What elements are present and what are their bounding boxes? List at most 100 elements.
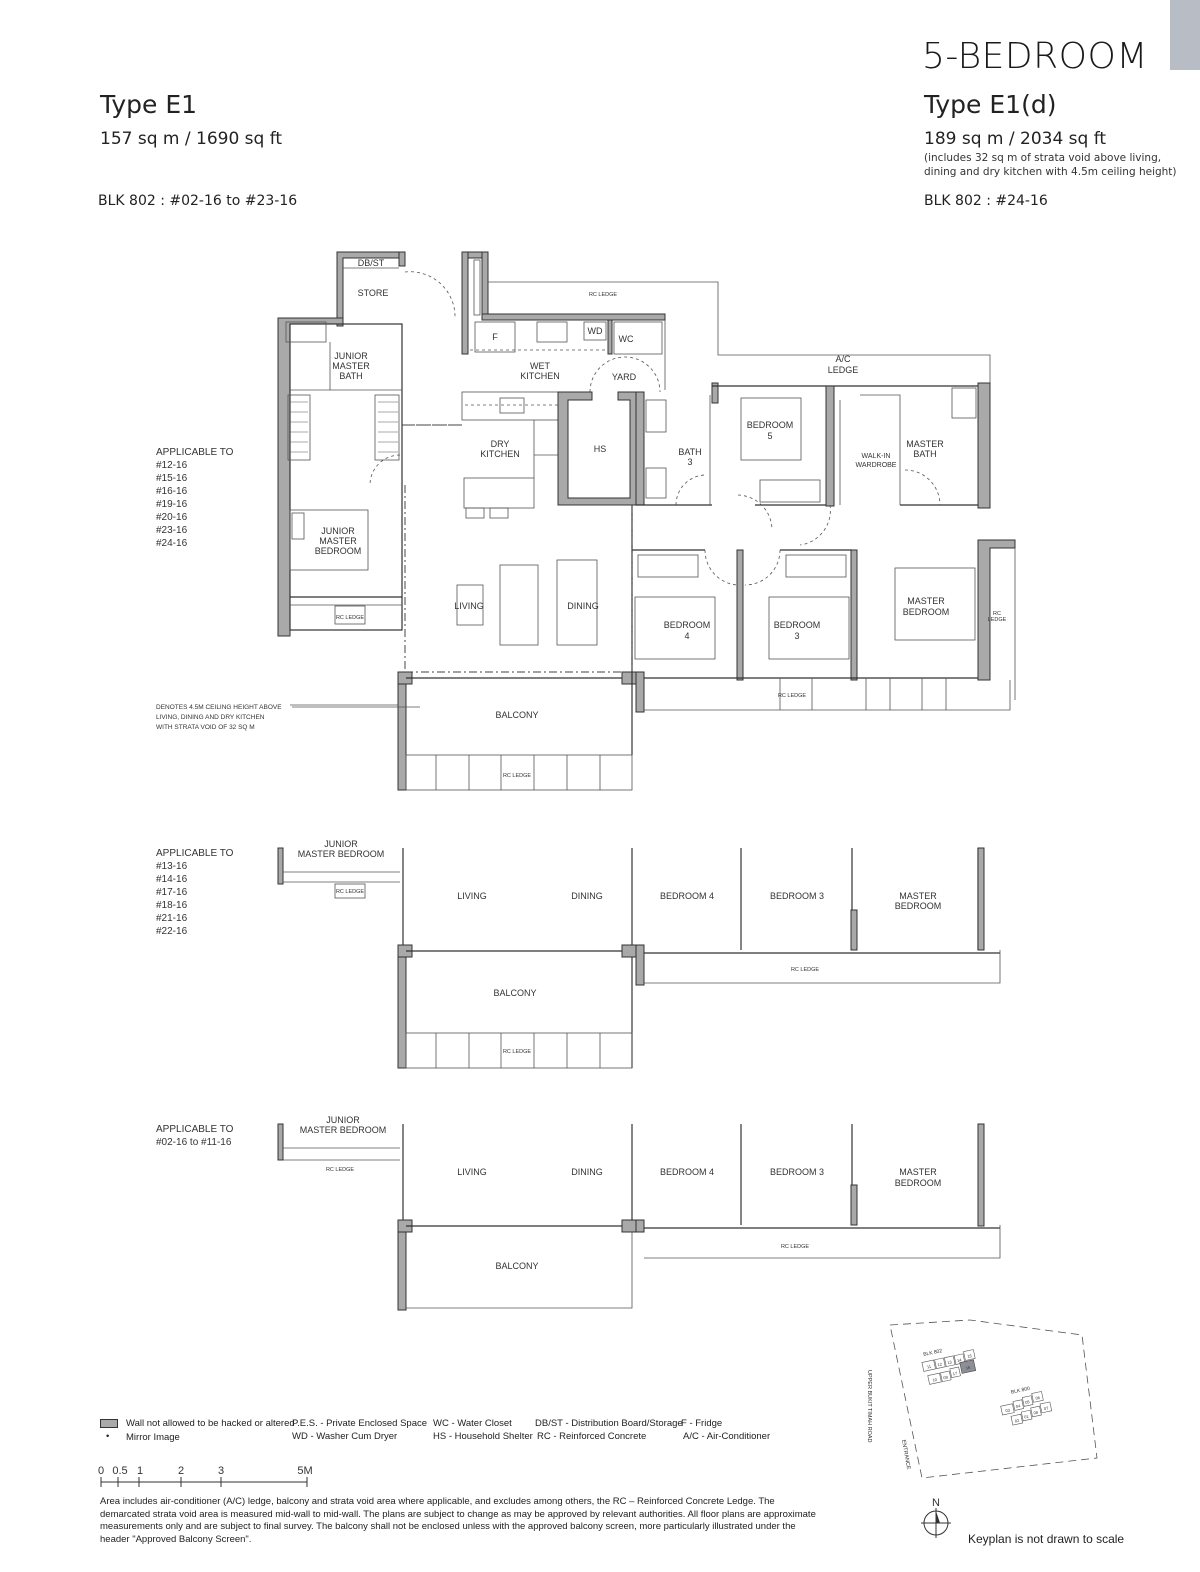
wall (635, 671, 645, 713)
area-note-line1: (includes 32 sq m of strata void above l… (924, 152, 1162, 164)
label-master-bedroom: MASTER (899, 1167, 937, 1177)
wall (277, 847, 284, 885)
label-living: LIVING (454, 601, 484, 611)
applicable-unit: #02-16 to #11-16 (156, 1137, 232, 1148)
label-rc-ledge: RC LEDGE (778, 693, 806, 699)
legend-f: F - Fridge (681, 1418, 723, 1429)
wall-legend-swatch (100, 1419, 118, 1428)
label-master-bedroom: BEDROOM (895, 901, 942, 911)
label-rc-ledge: RC LEDGE (791, 967, 819, 973)
wall (711, 382, 719, 404)
applicable-unit: #17-16 (156, 887, 188, 898)
wall (977, 539, 1016, 681)
legend-wall: Wall not allowed to be hacked or altered (126, 1418, 295, 1429)
label-master-bedroom: BEDROOM (903, 607, 950, 617)
label-dbst: DB/ST (358, 258, 385, 268)
label-jm-bath: MASTER (332, 361, 370, 371)
blk-left: BLK 802 : #02-16 to #23-16 (98, 193, 298, 209)
svg-text:16: 16 (965, 1364, 971, 1370)
wall (825, 385, 835, 507)
label-jm-bedroom: JUNIOR (324, 839, 358, 849)
label-jm-bedroom: MASTER (319, 536, 357, 546)
label-rc-ledge: RC LEDGE (336, 889, 364, 895)
legend-ac: A/C - Air-Conditioner (683, 1431, 771, 1442)
wall (850, 1184, 858, 1226)
area-left: 157 sq m / 1690 sq ft (100, 129, 283, 149)
label-wc: WC (619, 334, 634, 344)
label-bedroom-4: BEDROOM 4 (660, 1167, 714, 1177)
applicable-unit: #24-16 (156, 538, 188, 549)
label-fridge: F (492, 332, 498, 342)
keyplan-blk800-label: BLK 800 (1010, 1386, 1030, 1396)
svg-text:02: 02 (1014, 1418, 1020, 1424)
label-master-bedroom: MASTER (907, 596, 945, 606)
wall (398, 251, 406, 267)
label-rc-ledge: RC (993, 611, 1001, 617)
label-living: LIVING (457, 891, 487, 901)
svg-text:10: 10 (932, 1377, 938, 1383)
label-bath-3: BATH (678, 447, 701, 457)
void-note-line: WITH STRATA VOID OF 32 SQ M (156, 724, 255, 731)
applicable-unit: #18-16 (156, 900, 188, 911)
wall (635, 944, 645, 986)
label-bedroom-5: 5 (767, 431, 772, 441)
label-bedroom-4: BEDROOM 4 (660, 891, 714, 901)
label-rc-ledge: RC LEDGE (336, 615, 364, 621)
scale-tick-label: 0 (98, 1465, 104, 1477)
applicable-title: APPLICABLE TO (156, 848, 234, 859)
applicable-unit: #19-16 (156, 499, 188, 510)
scale-tick-label: 1 (137, 1465, 143, 1477)
wall (977, 1123, 985, 1227)
label-dining: DINING (571, 891, 603, 901)
label-balcony: BALCONY (493, 988, 536, 998)
label-living: LIVING (457, 1167, 487, 1177)
label-master-bath: MASTER (906, 439, 944, 449)
label-rc-ledge: RC LEDGE (326, 1167, 354, 1173)
label-walk-in-wardrobe: WALK-IN (862, 453, 891, 460)
wall (481, 251, 489, 321)
wall (621, 944, 637, 958)
label-master-bedroom: BEDROOM (895, 1178, 942, 1188)
keyplan-blk802-label: BLK 802 (923, 1348, 943, 1358)
scale-tick-label: 2 (178, 1465, 184, 1477)
wall (621, 1219, 637, 1233)
floor-plan-variant-3: JUNIOR MASTER BEDROOM RC LEDGE LIVING DI… (277, 1115, 1001, 1311)
svg-text:08: 08 (1033, 1410, 1039, 1416)
svg-text:17: 17 (952, 1370, 958, 1376)
label-bedroom-5: BEDROOM (747, 420, 794, 430)
floor-plan-main: DB/ST STORE RC LEDGE JUNIOR MASTER BATH … (277, 251, 1016, 791)
label-rc-ledge: LEDGE (988, 617, 1007, 623)
label-ac-ledge: A/C (835, 354, 851, 364)
label-jm-bath: JUNIOR (334, 351, 368, 361)
wall (607, 319, 613, 355)
svg-text:05: 05 (1025, 1399, 1031, 1405)
category-title: 5-BEDROOM (922, 36, 1148, 77)
applicable-unit: #12-16 (156, 460, 188, 471)
label-dining: DINING (571, 1167, 603, 1177)
wall (397, 944, 407, 1069)
svg-text:03: 03 (1005, 1407, 1011, 1413)
void-note-line: LIVING, DINING AND DRY KITCHEN (156, 714, 265, 721)
wall (461, 251, 469, 355)
applicable-list-3: APPLICABLE TO #02-16 to #11-16 (156, 1123, 233, 1149)
applicable-unit: #23-16 (156, 525, 188, 536)
label-bedroom-3: BEDROOM 3 (770, 891, 824, 901)
applicable-title: APPLICABLE TO (156, 1124, 234, 1135)
label-bedroom-3: BEDROOM 3 (770, 1167, 824, 1177)
label-wet-kitchen: KITCHEN (520, 371, 560, 381)
label-master-bath: BATH (913, 449, 936, 459)
label-jm-bedroom: JUNIOR (326, 1115, 360, 1125)
applicable-unit: #15-16 (156, 473, 188, 484)
scale-tick-label: 3 (218, 1465, 224, 1477)
legend-rc: RC - Reinforced Concrete (537, 1431, 647, 1442)
label-yard: YARD (612, 372, 637, 382)
mirror-dot-icon: • (106, 1431, 110, 1442)
label-hs: HS (594, 444, 607, 454)
scale-bar: 0 0.5 1 2 3 5M (98, 1465, 313, 1487)
wall (277, 1123, 284, 1161)
wall (850, 549, 858, 681)
svg-text:04: 04 (1015, 1403, 1021, 1409)
wall (850, 909, 858, 951)
strata-void-note: DENOTES 4.5M CEILING HEIGHT ABOVE LIVING… (156, 703, 282, 733)
